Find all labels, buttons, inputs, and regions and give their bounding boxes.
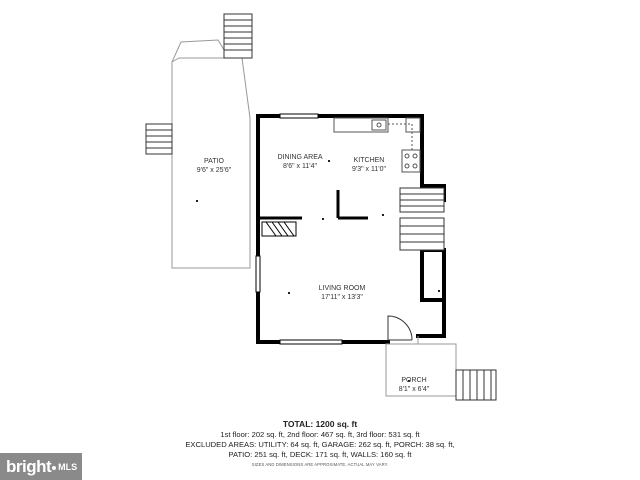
- area-summary: TOTAL: 1200 sq. ft 1st floor: 202 sq. ft…: [0, 419, 640, 460]
- room-dims-dining: 8'6" x 11'4": [283, 163, 317, 170]
- marker-dots: [196, 160, 440, 382]
- room-dims-patio: 9'6" x 25'6": [197, 167, 232, 174]
- interior-walls: [258, 190, 368, 220]
- total-area: TOTAL: 1200 sq. ft: [282, 419, 358, 429]
- room-label-dining: DINING AREA: [277, 154, 322, 161]
- logo-suffix: MLS: [58, 462, 78, 472]
- patio-side-stairs: [145, 123, 173, 155]
- room-label-patio: PATIO: [204, 158, 225, 165]
- bright-mls-logo: bright MLS: [0, 453, 82, 480]
- patio-top-stairs: [223, 13, 253, 59]
- fireplace: [261, 221, 297, 237]
- room-dims-kitchen: 9'3" x 11'0": [352, 166, 386, 173]
- room-dims-living: 17'11" x 13'3": [321, 294, 363, 301]
- disclaimer: SIZES AND DIMENSIONS ARE APPROXIMATE, AC…: [251, 462, 389, 467]
- floor-areas: 1st floor: 202 sq. ft, 2nd floor: 467 sq…: [220, 430, 420, 439]
- excluded-areas: EXCLUDED AREAS: UTILITY: 64 sq. ft, GARA…: [185, 440, 455, 449]
- front-door: [387, 315, 413, 341]
- floor-plan: PATIO 9'6" x 25'6" DINING AREA 8'6" x 11…: [145, 13, 497, 401]
- room-dims-porch: 8'1" x 6'4": [399, 386, 430, 393]
- room-label-kitchen: KITCHEN: [354, 157, 385, 164]
- kitchen-counter: [333, 117, 421, 173]
- interior-stairs: [399, 187, 445, 251]
- excluded-areas-cont: PATIO: 251 sq. ft, DECK: 171 sq. ft, WAL…: [228, 450, 412, 459]
- logo-wordmark: bright: [6, 457, 52, 476]
- patio-outline: [171, 39, 251, 269]
- exterior-walls: [256, 114, 446, 344]
- room-label-porch: PORCH: [401, 377, 426, 384]
- windows: [255, 113, 343, 345]
- room-label-living: LIVING ROOM: [319, 285, 366, 292]
- porch-stairs: [455, 369, 497, 401]
- logo-dot-icon: [52, 466, 57, 470]
